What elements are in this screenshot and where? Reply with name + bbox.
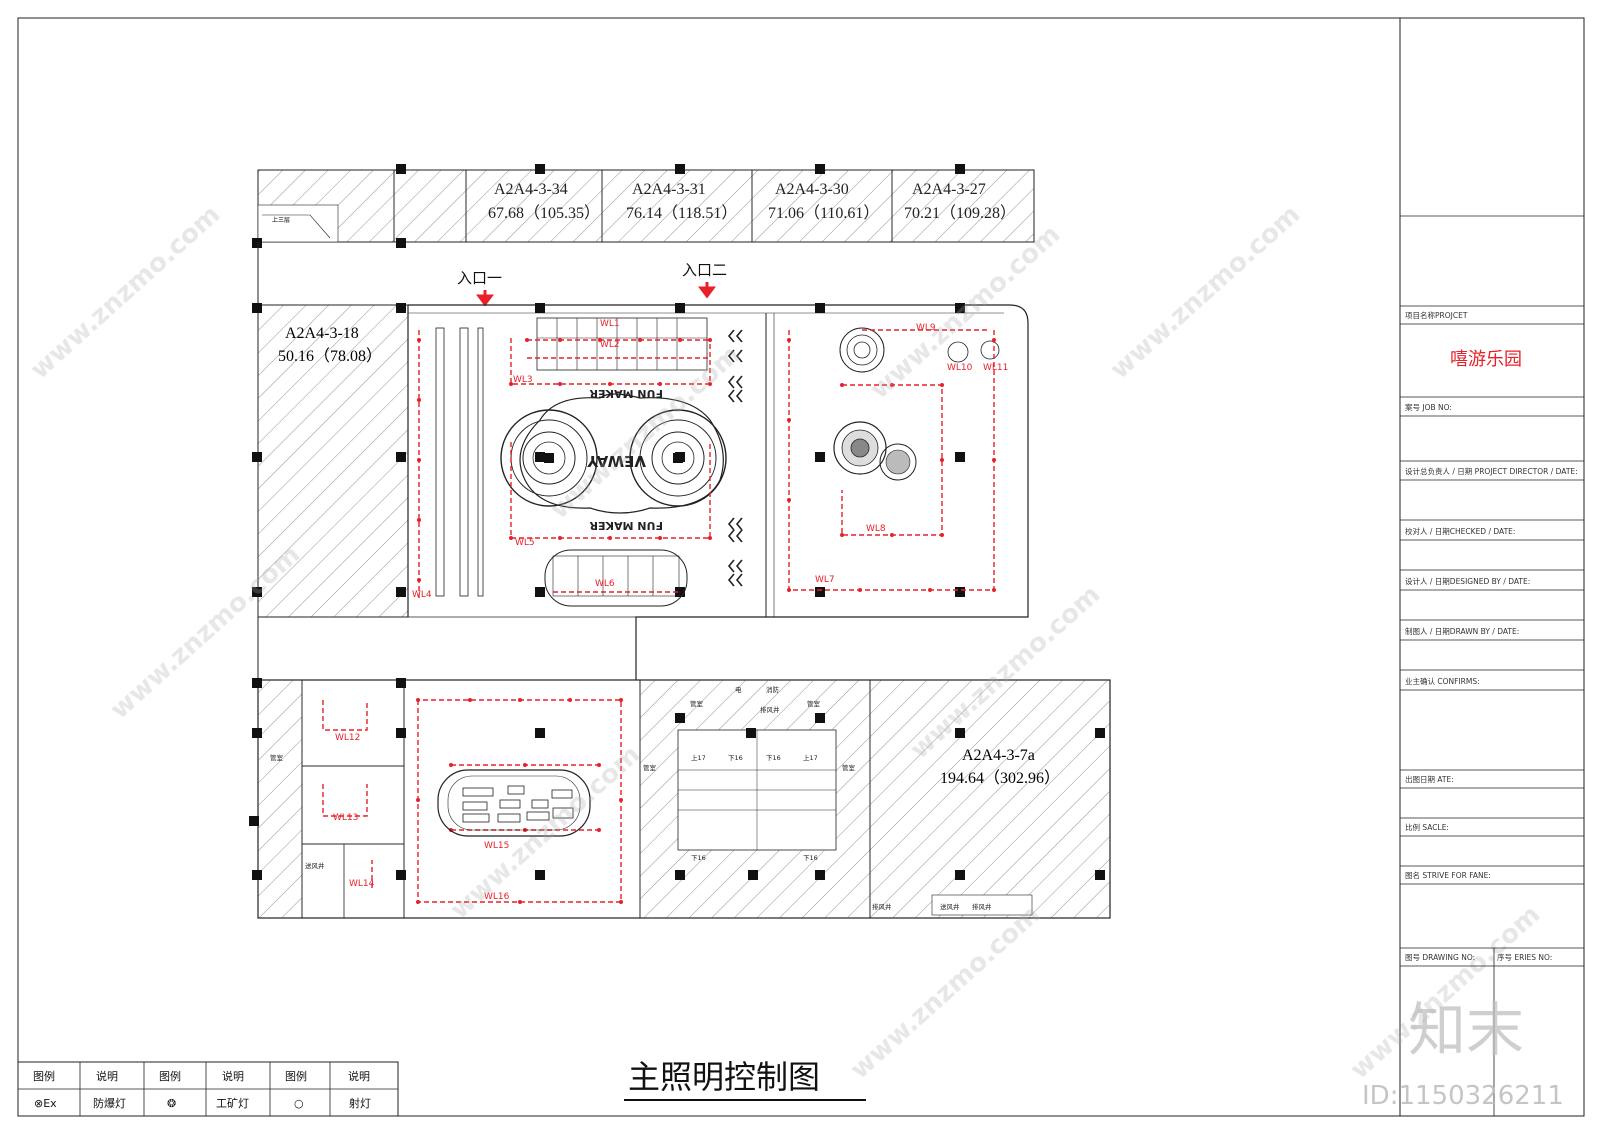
circuit-wl13: WL13 — [333, 813, 358, 823]
stair-down-b: 下16 — [766, 754, 781, 762]
entrance-markers: 入口一 入口二 — [457, 261, 727, 307]
exhaust-label-a: 排风井 — [760, 705, 780, 714]
center-logo-text: VEWAY — [586, 452, 646, 470]
stair-up-b: 上17 — [803, 753, 818, 762]
drawing-no-label: 图号 DRAWING NO: — [1405, 953, 1475, 962]
stair-up-a: 上17 — [691, 753, 706, 762]
checked-label: 校对人 / 日期CHECKED / DATE: — [1405, 526, 1515, 536]
unit-code-7a: A2A4-3-7a — [962, 747, 1035, 764]
unit-code-27: A2A4-3-27 — [912, 181, 986, 198]
job-no-label: 案号 JOB NO: — [1405, 402, 1452, 412]
circuit-wl1: WL1 — [600, 319, 620, 329]
circuit-wl7: WL7 — [815, 575, 835, 585]
unit-labels-top: A2A4-3-34 67.68（105.35） A2A4-3-31 76.14（… — [488, 181, 1016, 222]
unit-18: A2A4-3-18 50.16（78.08） — [252, 303, 409, 618]
carousel-features — [833, 327, 1000, 481]
drawing-id: ID:1150326211 — [1362, 1081, 1564, 1111]
toilet-label-c: 管室 — [643, 763, 657, 772]
circuit-wl3: WL3 — [513, 375, 533, 385]
date-label: 出图日期 ATE: — [1405, 774, 1454, 784]
fun-maker-top: FUN MAKER — [589, 387, 663, 400]
entrance-one-label: 入口一 — [457, 269, 502, 287]
circuit-wl4: WL4 — [412, 590, 432, 600]
legend-header: 图例 — [285, 1069, 307, 1083]
twin-ring-feature: VEWAY FUN MAKER FUN MAKER — [500, 387, 727, 532]
stair-down-c: 下16 — [691, 854, 706, 862]
project-name: 嘻游乐园 — [1450, 349, 1522, 370]
exhaust-label-c: 排风井 — [972, 902, 992, 911]
legend-header: 说明 — [222, 1069, 244, 1083]
upper-floor-label: 上三层 — [272, 216, 290, 224]
unit-area-27: 70.21（109.28） — [904, 204, 1016, 222]
project-label: 项目名称PROJCET — [1405, 310, 1468, 320]
circuit-wl8: WL8 — [866, 524, 886, 534]
series-no-label: 序号 ERIES NO: — [1497, 952, 1552, 962]
brand-watermark: 知末 — [1408, 996, 1524, 1064]
explosion-proof-desc: 防爆灯 — [93, 1096, 126, 1110]
designed-label: 设计人 / 日期DESIGNED BY / DATE: — [1405, 576, 1530, 586]
toilet-label-d: 管室 — [842, 763, 856, 772]
main-hall: VEWAY FUN MAKER FUN MAKER — [407, 303, 1029, 680]
top-unit-row: 上三层 — [252, 164, 1035, 248]
circuit-wl14: WL14 — [349, 879, 375, 889]
director-label: 设计总负责人 / 日期 PROJECT DIRECTOR / DATE: — [1405, 466, 1578, 476]
circuit-wl16: WL16 — [484, 892, 510, 902]
spotlight-desc: 射灯 — [349, 1096, 371, 1110]
shaft-label-b: 送风井 — [940, 902, 960, 911]
drawing-name-label: 图名 STRIVE FOR FANE: — [1405, 870, 1491, 880]
unit-code-30: A2A4-3-30 — [775, 181, 849, 198]
legend-header: 说明 — [96, 1069, 118, 1083]
circuit-wl2: WL2 — [600, 340, 620, 350]
unit-area-18: 50.16（78.08） — [278, 347, 382, 365]
explosion-proof-symbol: ⊗Ex — [34, 1097, 57, 1110]
fun-maker-bottom: FUN MAKER — [589, 519, 663, 532]
exhaust-label-b: 排风井 — [872, 902, 892, 911]
fire-label: 消防 — [766, 685, 780, 694]
confirms-label: 业主确认 CONFIRMS: — [1405, 676, 1480, 686]
unit-code-18: A2A4-3-18 — [285, 325, 359, 342]
unit-area-7a: 194.64（302.96） — [940, 769, 1060, 787]
entrance-two-label: 入口二 — [682, 261, 727, 279]
unit-area-34: 67.68（105.35） — [488, 204, 600, 222]
circuit-wl5: WL5 — [515, 538, 535, 548]
scale-label: 比例 SACLE: — [1405, 822, 1449, 832]
unit-area-31: 76.14（118.51） — [626, 204, 737, 222]
lower-block: A2A4-3-7a 194.64（302.96） — [249, 678, 1111, 919]
unit-code-34: A2A4-3-34 — [494, 181, 568, 198]
legend-header: 说明 — [348, 1069, 370, 1083]
circuit-wl12: WL12 — [335, 733, 360, 743]
legend-table: 图例 说明 图例 说明 图例 说明 ⊗Ex 防爆灯 ❂ 工矿灯 ○ 射灯 — [17, 1061, 399, 1117]
legend-header: 图例 — [33, 1069, 55, 1083]
circuit-wl10: WL10 — [947, 363, 973, 373]
toilet-label-left: 管室 — [270, 753, 284, 762]
mining-lamp-symbol: ❂ — [167, 1097, 176, 1110]
spotlight-symbol: ○ — [294, 1097, 304, 1110]
legend-header: 图例 — [159, 1069, 181, 1083]
toilet-label-a: 管室 — [690, 699, 704, 708]
drawn-label: 制图人 / 日期DRAWN BY / DATE: — [1405, 626, 1519, 636]
circuit-wl6: WL6 — [595, 579, 615, 589]
stair-down-a: 下16 — [728, 754, 743, 762]
circuit-nodes — [416, 338, 996, 904]
circuit-wl15: WL15 — [484, 841, 509, 851]
sheet-border — [17, 17, 1585, 1117]
elec-label: 电 — [735, 685, 742, 694]
stair-down-d: 下16 — [803, 854, 818, 862]
circuit-labels: WL1 WL2 WL3 WL4 WL5 WL6 WL7 WL8 WL9 WL10… — [333, 319, 1008, 902]
circuit-wl9: WL9 — [916, 323, 936, 333]
unit-code-31: A2A4-3-31 — [632, 181, 706, 198]
unit-area-30: 71.06（110.61） — [768, 204, 879, 222]
title-block: 项目名称PROJCET 嘻游乐园 案号 JOB NO: 设计总负责人 / 日期 … — [1362, 215, 1584, 1116]
shaft-label-a: 送风井 — [305, 861, 325, 870]
circuit-wl11: WL11 — [983, 363, 1008, 373]
mining-lamp-desc: 工矿灯 — [216, 1097, 249, 1110]
drawing-title: 主照明控制图 — [628, 1058, 820, 1096]
toilet-label-b: 管室 — [807, 699, 821, 708]
